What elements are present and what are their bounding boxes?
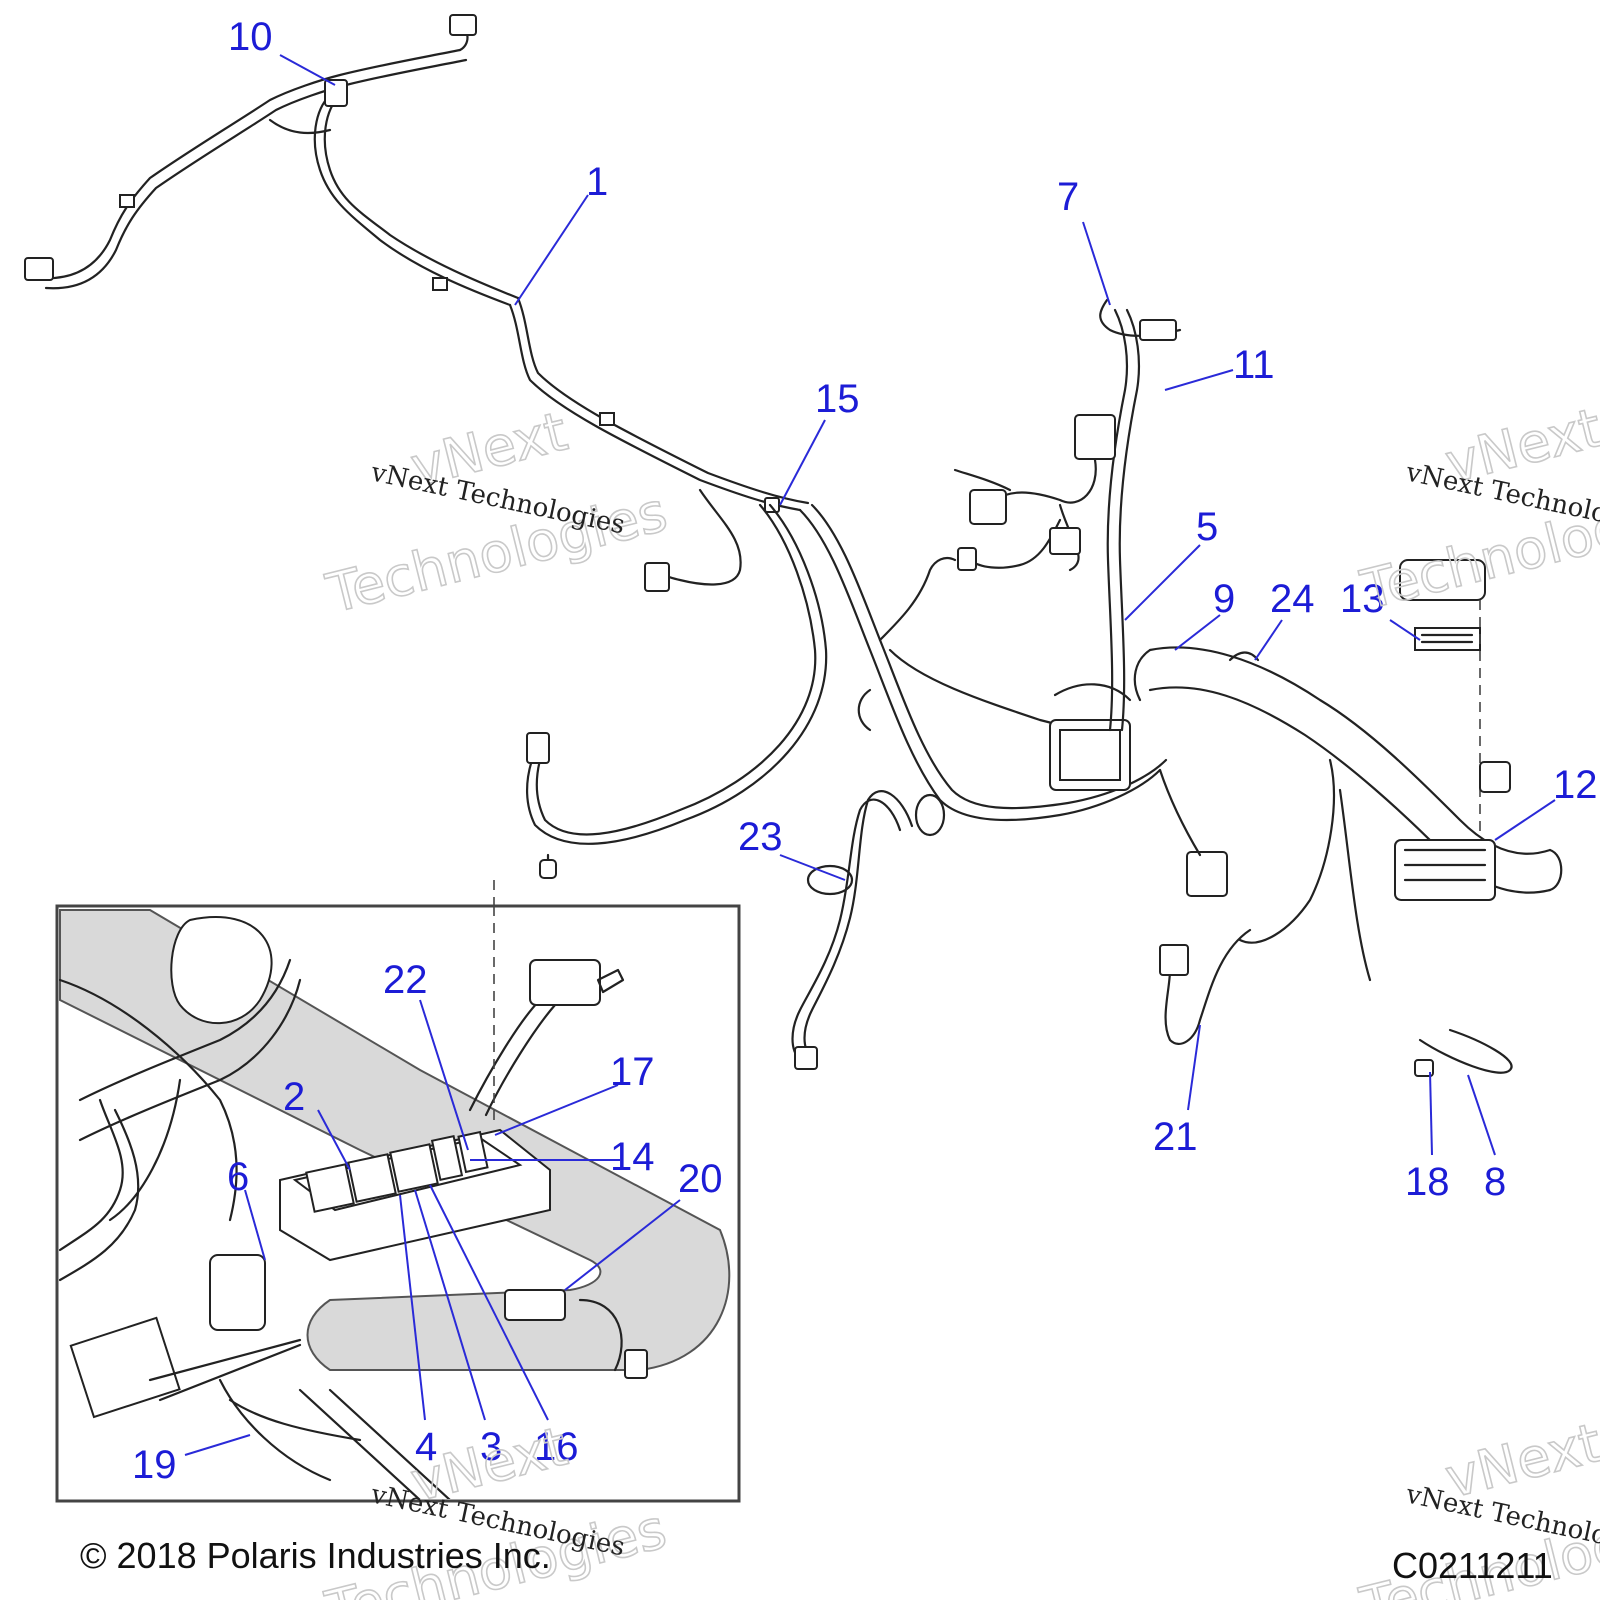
- callout-8: 8: [1484, 1160, 1506, 1204]
- callout-5: 5: [1196, 505, 1218, 549]
- callout-7: 7: [1057, 175, 1079, 219]
- drawing-id: C0211211: [1392, 1545, 1553, 1586]
- callout-11: 11: [1233, 343, 1275, 387]
- leader-lines: [184, 54, 1556, 1456]
- harness-branch-top-left: [24, 14, 810, 513]
- callout-19: 19: [132, 1443, 177, 1487]
- callout-2: 2: [283, 1075, 305, 1119]
- callout-14: 14: [610, 1135, 655, 1179]
- callout-21: 21: [1153, 1115, 1198, 1159]
- callout-20: 20: [678, 1157, 723, 1201]
- harness-branch-left-loop: [525, 488, 828, 879]
- harness-branch-right-loop: [1133, 559, 1563, 1077]
- callout-4: 4: [415, 1425, 437, 1469]
- callout-15: 15: [815, 377, 860, 421]
- callout-17: 17: [610, 1050, 655, 1094]
- callout-16: 16: [534, 1425, 579, 1469]
- harness-branch-bottom-left: [791, 790, 946, 1070]
- callout-18: 18: [1405, 1160, 1450, 1204]
- callout-10: 10: [228, 15, 273, 59]
- callout-labels: 10 1 15 7 11 5 9 24 13 12 23 21 18 8 22 …: [132, 15, 1598, 1487]
- callout-22: 22: [383, 958, 428, 1002]
- callout-9: 9: [1213, 577, 1235, 621]
- callout-12: 12: [1553, 763, 1598, 807]
- watermark-right: vNext Technologies vNext Technologies: [1354, 395, 1600, 622]
- callout-3: 3: [480, 1425, 502, 1469]
- callout-1: 1: [586, 160, 608, 204]
- inset-detail-box: [55, 880, 741, 1503]
- watermark-center: vNext Technologies vNext Technologies: [319, 399, 673, 626]
- callout-24: 24: [1270, 577, 1315, 621]
- harness-branch-vertical: [953, 298, 1182, 732]
- harness-main-body: [798, 503, 1168, 822]
- callout-6: 6: [227, 1155, 249, 1199]
- copyright-notice: © 2018 Polaris Industries Inc.: [80, 1535, 551, 1576]
- callout-23: 23: [738, 815, 783, 859]
- callout-13: 13: [1340, 577, 1385, 621]
